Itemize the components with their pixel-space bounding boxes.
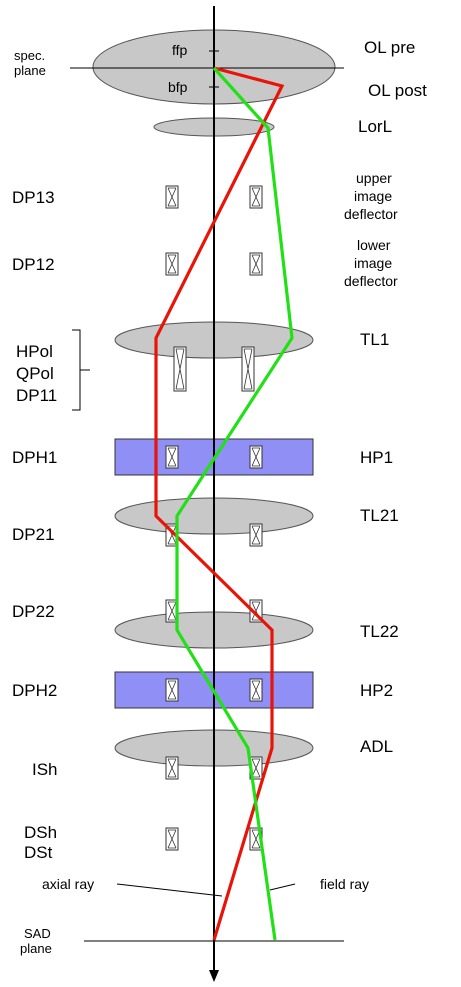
sad-plane-label-1: SAD <box>24 926 51 941</box>
dp11-deflector-right <box>241 346 255 392</box>
tl1-label: TL1 <box>360 330 389 349</box>
dp12-deflector-left-cross <box>167 254 177 274</box>
tl22-label: TL22 <box>360 622 399 641</box>
axis-arrow-icon <box>209 970 219 982</box>
axial-ray-pointer <box>116 883 223 897</box>
upper-deflector-label-3: deflector <box>344 206 398 222</box>
upper-deflector-label-1: upper <box>356 170 392 186</box>
hp2-label: HP2 <box>360 681 393 700</box>
spec-plane-label-1: spec. <box>14 48 45 63</box>
dp13-label: DP13 <box>12 188 55 207</box>
dp21-deflector-right <box>249 523 263 547</box>
dst-label: DSt <box>24 843 53 862</box>
dp21-deflector-right-cross <box>251 525 261 545</box>
dp11-deflector-left <box>173 346 187 392</box>
ds-deflector-right-cross <box>251 829 261 849</box>
dp13-deflector-left <box>165 185 179 209</box>
axial-ray-label: axial ray <box>42 876 94 892</box>
ds-deflector-left-cross <box>167 829 177 849</box>
ish-deflector-right-cross <box>251 758 261 778</box>
dp13-deflector-left-cross <box>167 187 177 207</box>
hpol-label: HPol <box>16 342 53 361</box>
axial-ray <box>154 66 285 941</box>
lower-deflector-label-2: image <box>354 255 392 271</box>
ish-label: ISh <box>32 760 58 779</box>
dph2-deflector-right <box>249 678 263 702</box>
dph1-deflector-right <box>249 445 263 469</box>
dph1-deflector-right-cross <box>251 447 261 467</box>
sad-plane-label-2: plane <box>20 941 52 956</box>
dp21-deflector-left-cross <box>167 525 177 545</box>
upper-deflector-label-2: image <box>354 188 392 204</box>
ffp-label: ffp <box>172 42 188 58</box>
ish-deflector-left-cross <box>167 758 177 778</box>
ol-post-label: OL post <box>368 81 427 100</box>
adl-label: ADL <box>360 737 393 756</box>
lower-deflector-label-3: deflector <box>344 273 398 289</box>
dp11-deflector-right-cross <box>243 348 253 390</box>
dph2-deflector-right-cross <box>251 680 261 700</box>
field-ray-pointer <box>269 883 296 891</box>
dph2-deflector-left <box>165 678 179 702</box>
tl21-label: TL21 <box>360 506 399 525</box>
field-ray-label: field ray <box>320 876 369 892</box>
dph2-deflector-left-cross <box>167 680 177 700</box>
bfp-label: bfp <box>168 79 188 95</box>
dp12-deflector-right <box>249 252 263 276</box>
hp1-label: HP1 <box>360 448 393 467</box>
dp13-deflector-right-cross <box>251 187 261 207</box>
lower-deflector-label-1: lower <box>357 237 391 253</box>
dp11-label: DP11 <box>16 386 57 405</box>
dp12-deflector-left <box>165 252 179 276</box>
dph1-deflector-left <box>165 445 179 469</box>
dp13-deflector-right <box>249 185 263 209</box>
dp12-deflector-right-cross <box>251 254 261 274</box>
ds-deflector-left <box>165 827 179 851</box>
dph1-deflector-left-cross <box>167 447 177 467</box>
dp22-label: DP22 <box>12 602 55 621</box>
dp12-label: DP12 <box>12 255 55 274</box>
qpol-label: QPol <box>16 364 54 383</box>
dp11-deflector-left-cross <box>175 348 185 390</box>
dp22-deflector-right-cross <box>251 601 261 621</box>
spec-plane-label-2: plane <box>14 63 46 78</box>
dph1-label: DPH1 <box>12 448 57 467</box>
ish-deflector-left <box>165 756 179 780</box>
field-ray <box>175 66 294 941</box>
dp21-label: DP21 <box>12 525 55 544</box>
ol-pre-label: OL pre <box>364 38 415 57</box>
dsh-label: DSh <box>24 823 57 842</box>
dph2-label: DPH2 <box>12 681 57 700</box>
polarizer-bracket <box>72 329 90 411</box>
deflectors <box>165 185 263 851</box>
dp22-deflector-left-cross <box>167 601 177 621</box>
lorl-label: LorL <box>358 117 392 136</box>
